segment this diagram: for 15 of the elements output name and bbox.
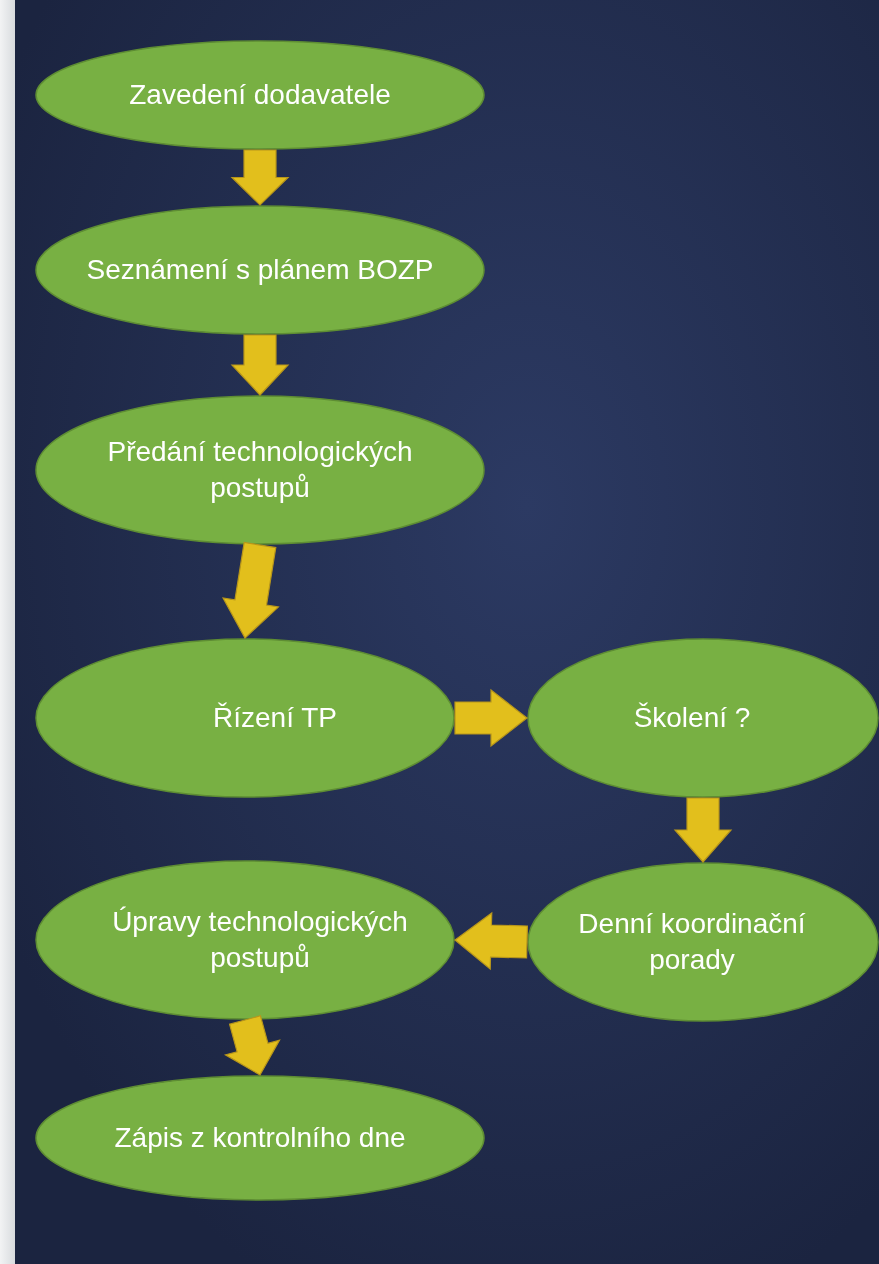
block-arrow <box>230 334 290 396</box>
block-arrow <box>673 797 733 863</box>
node-label: Zavedení dodavatele <box>129 78 391 112</box>
node-label: Školení ? <box>633 701 751 735</box>
node-label: Seznámení s plánem BOZP <box>86 253 434 287</box>
node-label: Úpravy technologických postupů <box>111 905 409 975</box>
block-arrow <box>454 911 529 971</box>
block-arrow <box>221 541 280 639</box>
node-label: Zápis z kontrolního dne <box>114 1121 406 1155</box>
node-label: Předání technologických postupů <box>106 435 414 505</box>
node-label: Řízení TP <box>213 701 337 735</box>
block-arrow <box>223 1015 281 1076</box>
node-label: Denní koordinační porady <box>577 907 807 977</box>
block-arrow <box>454 688 528 748</box>
block-arrow <box>230 149 290 206</box>
